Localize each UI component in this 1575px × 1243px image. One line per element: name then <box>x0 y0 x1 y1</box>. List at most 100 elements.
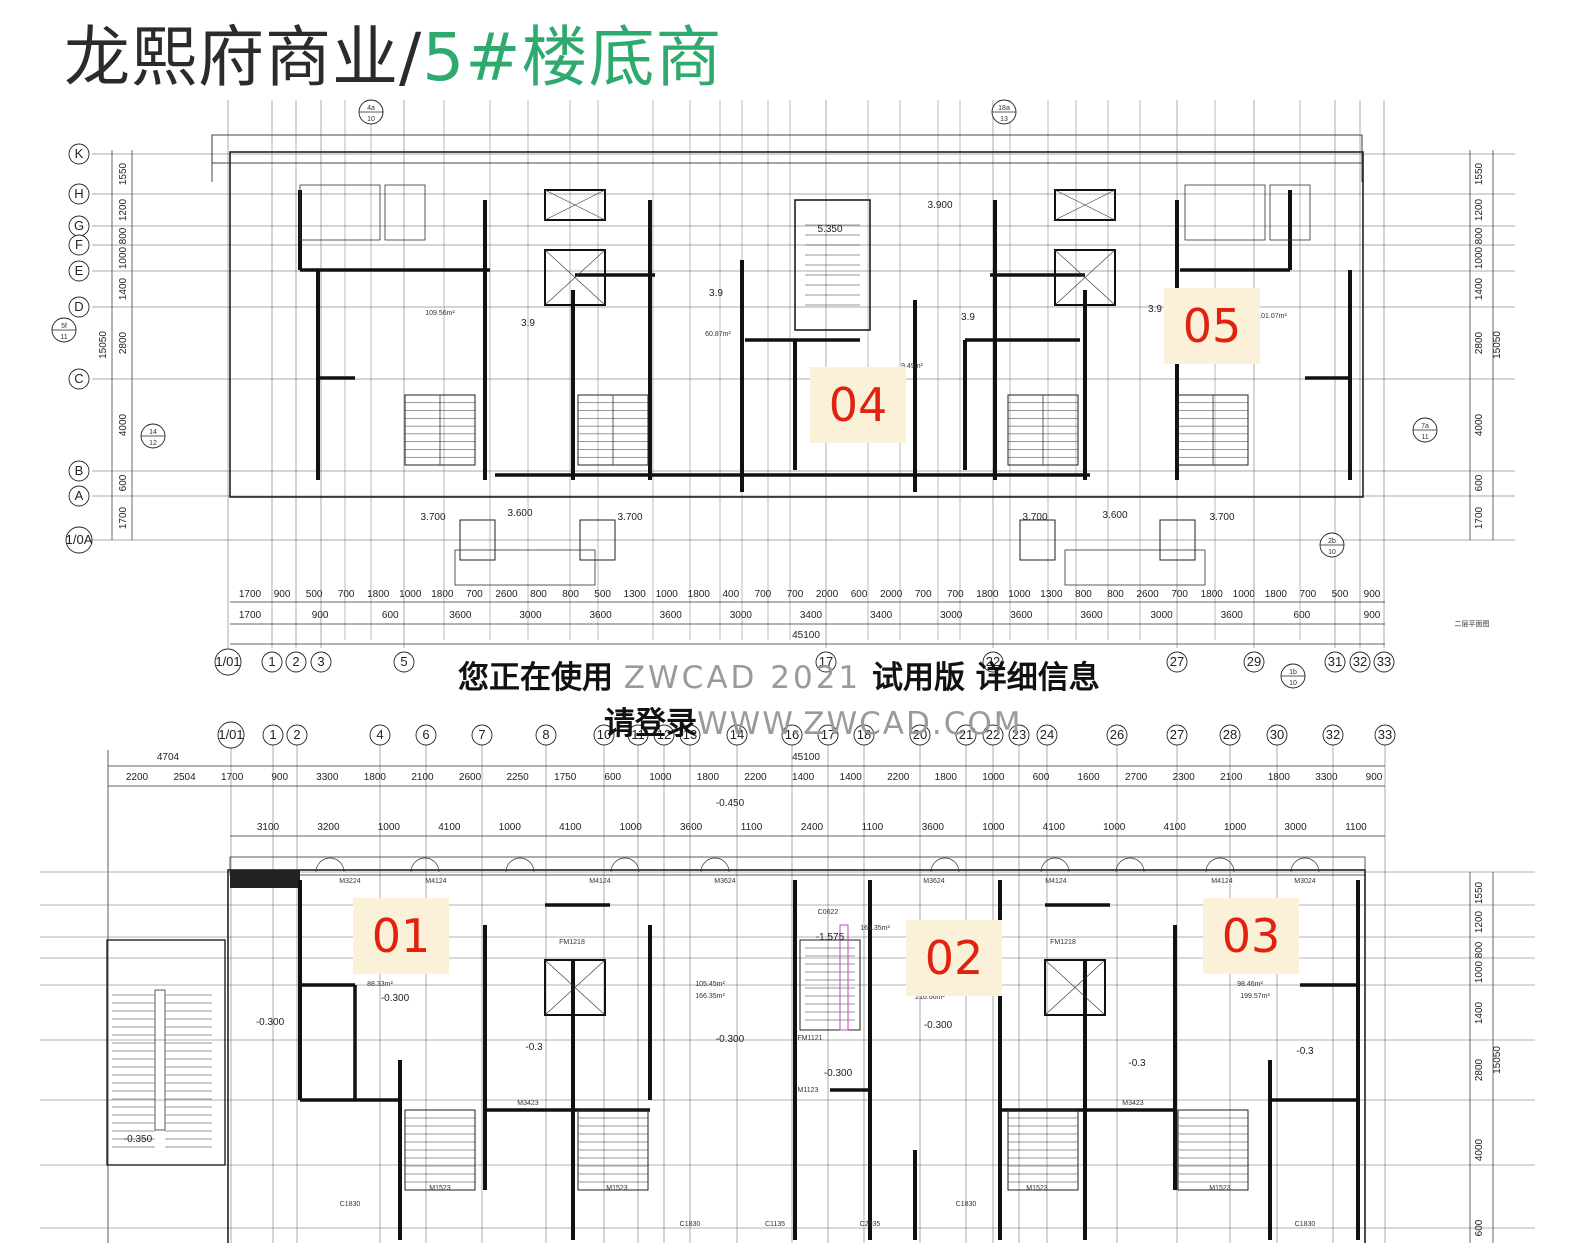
total-width-label: 45100 <box>792 630 820 641</box>
door-tag: C0622 <box>818 909 839 916</box>
row-axis-bubble-label: 1/0A <box>66 532 93 547</box>
top-dimension: 1000 <box>1103 822 1126 833</box>
top-dimension: 1000 <box>499 822 522 833</box>
column-axis-bubble <box>1036 724 1058 746</box>
column-axis-bubble-label: 7 <box>478 727 485 742</box>
right-dimension: 1400 <box>1474 277 1485 300</box>
column-axis-bubble-label: 17 <box>821 727 835 742</box>
column-axis-bubble-label: 29 <box>1247 654 1261 669</box>
elevation-mark: 3.9 <box>1148 304 1162 315</box>
elevator-shaft <box>544 189 606 221</box>
row-axis-bubble-label: H <box>74 186 83 201</box>
callout-top: 2b <box>1328 538 1336 545</box>
door-swing <box>1205 857 1235 873</box>
left-dimension: 1200 <box>118 198 129 221</box>
right-dimension: 600 <box>1474 1219 1485 1236</box>
door-tag: C1830 <box>340 1201 361 1208</box>
lower-plan-walls <box>106 856 1366 1243</box>
elevation-mark: -0.300 <box>381 993 410 1004</box>
column-axis-bubble-label: 33 <box>1377 654 1391 669</box>
column-axis-bubble-label: 18 <box>857 727 871 742</box>
row-axis-bubble-label: F <box>75 237 83 252</box>
callout-bottom: 10 <box>1289 680 1297 687</box>
column-axis-bubble <box>1324 651 1346 673</box>
bottom-dimension: 1000 <box>1008 589 1031 600</box>
top-dimension: 2250 <box>506 772 529 783</box>
column-axis-bubble <box>214 648 242 676</box>
column-axis-bubble-label: 11 <box>631 727 645 742</box>
top-dimension: 1000 <box>649 772 672 783</box>
top-dimension: 1750 <box>554 772 577 783</box>
left-dimension: 800 <box>118 227 129 244</box>
right-dimension: 600 <box>1474 474 1485 491</box>
right-dimension: 1200 <box>1474 198 1485 221</box>
elevator-shaft <box>544 249 606 306</box>
door-tag: M4124 <box>1045 878 1067 885</box>
top-dimension: 1000 <box>982 772 1005 783</box>
column-axis-bubble <box>627 724 649 746</box>
total-height-label: 15050 <box>1492 331 1503 359</box>
bottom-dimension: 700 <box>1171 589 1188 600</box>
column-axis-bubble <box>726 724 748 746</box>
column-axis-bubble <box>286 724 308 746</box>
row-axis-bubble <box>68 460 90 482</box>
watermark-url: WWW.ZWCAD.COM <box>697 706 1023 742</box>
right-dimension: 4000 <box>1474 1138 1485 1161</box>
door-swing <box>930 857 960 873</box>
column-axis-bubble-label: 1/01 <box>218 727 243 742</box>
column-axis-bubble <box>1106 724 1128 746</box>
callout-bottom: 13 <box>1000 116 1008 123</box>
bottom-dimension: 700 <box>338 589 355 600</box>
right-dimension: 1550 <box>1474 162 1485 185</box>
row-axis-bubble <box>65 526 93 554</box>
top-dimension: 600 <box>1033 772 1050 783</box>
top-dimension: 1800 <box>364 772 387 783</box>
top-dimension: 1400 <box>840 772 863 783</box>
bottom-dimension: 1800 <box>688 589 711 600</box>
column-axis-bubble <box>982 651 1004 673</box>
top-dimension: 3200 <box>317 822 340 833</box>
column-axis-bubble-label: 28 <box>1223 727 1237 742</box>
column-axis-bubble <box>1373 651 1395 673</box>
shaft-cross <box>544 959 606 1016</box>
column-axis-bubble-label: 3 <box>317 654 324 669</box>
upper-plan-walls <box>211 134 1364 586</box>
column-axis-bubble <box>393 651 415 673</box>
column-axis-bubble <box>1166 724 1188 746</box>
column-axis-bubble <box>679 724 701 746</box>
column-axis-bubble-label: 24 <box>1040 727 1054 742</box>
unit-badge-01: 01 <box>353 898 449 974</box>
column-axis-bubble-label: 23 <box>1012 727 1026 742</box>
top-dimension: 1000 <box>378 822 401 833</box>
bottom-dimension: 700 <box>787 589 804 600</box>
elevation-mark: -0.450 <box>716 798 745 809</box>
right-dimension: 1000 <box>1474 960 1485 983</box>
title-main: 龙熙府商业 <box>64 19 399 96</box>
bottom-dimension: 3600 <box>590 610 613 621</box>
roof-edge <box>211 134 1363 164</box>
right-dimension: 4000 <box>1474 413 1485 436</box>
row-axis-bubble <box>68 368 90 390</box>
watermark-login: 请登录 <box>604 706 697 742</box>
door-tag: FM1121 <box>797 1035 822 1042</box>
bottom-dimension: 2000 <box>816 589 839 600</box>
door-swing <box>700 857 730 873</box>
door-tag: M4124 <box>1211 878 1233 885</box>
column-axis-bubble-label: 20 <box>913 727 927 742</box>
left-dimension: 1000 <box>118 246 129 269</box>
elevation-mark: 3.700 <box>1022 512 1047 523</box>
column-axis-bubble <box>471 724 493 746</box>
column-axis-bubble-label: 32 <box>1326 727 1340 742</box>
elevation-mark: 3.700 <box>1209 512 1234 523</box>
bottom-dimension: 600 <box>1294 610 1311 621</box>
door-tag: M1523 <box>429 1185 451 1192</box>
column-axis-bubble <box>815 651 837 673</box>
top-dimension: 900 <box>1366 772 1383 783</box>
building-outline <box>227 869 1366 1243</box>
column-axis-bubble <box>955 724 977 746</box>
top-dimension: 1000 <box>620 822 643 833</box>
balcony <box>459 519 496 561</box>
canopy <box>454 549 596 586</box>
top-dimension: 1400 <box>792 772 815 783</box>
room-area-label: 216.66m² <box>915 994 945 1001</box>
